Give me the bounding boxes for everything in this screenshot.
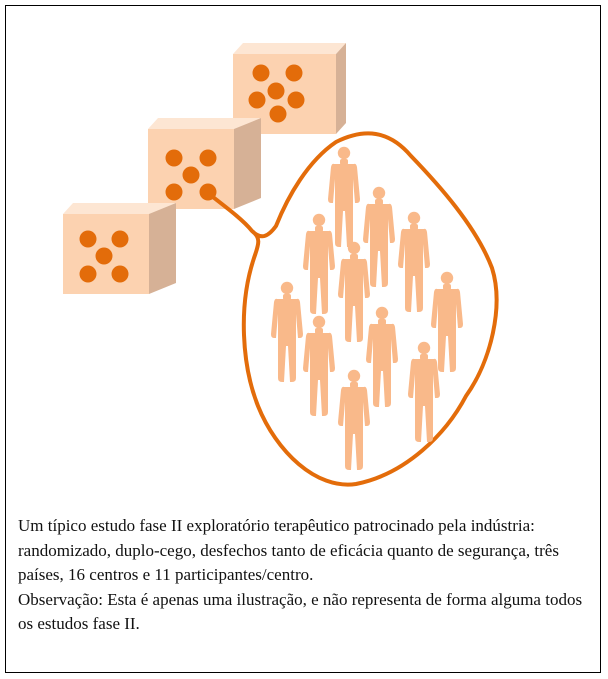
illustration: [63, 43, 499, 487]
person-icon: [431, 271, 463, 372]
person-icon: [338, 369, 370, 470]
caption-note: Observação: Esta é apenas uma ilustração…: [18, 589, 583, 634]
site-cube-icon-1: [63, 203, 176, 294]
figure-caption: Um típico estudo fase II exploratório te…: [18, 514, 596, 637]
person-icon: [366, 306, 398, 407]
participants-group: [271, 146, 463, 470]
person-icon: [271, 281, 303, 382]
person-icon: [303, 315, 335, 416]
site-cube-icon-2: [148, 118, 261, 209]
person-icon: [338, 241, 370, 342]
person-icon: [398, 211, 430, 312]
person-icon: [303, 213, 335, 314]
participants-callout-outline: [207, 131, 499, 487]
person-icon: [328, 146, 360, 247]
caption-description: Um típico estudo fase II exploratório te…: [18, 516, 559, 585]
figure-frame: Um típico estudo fase II exploratório te…: [5, 5, 601, 673]
person-icon: [408, 341, 440, 442]
